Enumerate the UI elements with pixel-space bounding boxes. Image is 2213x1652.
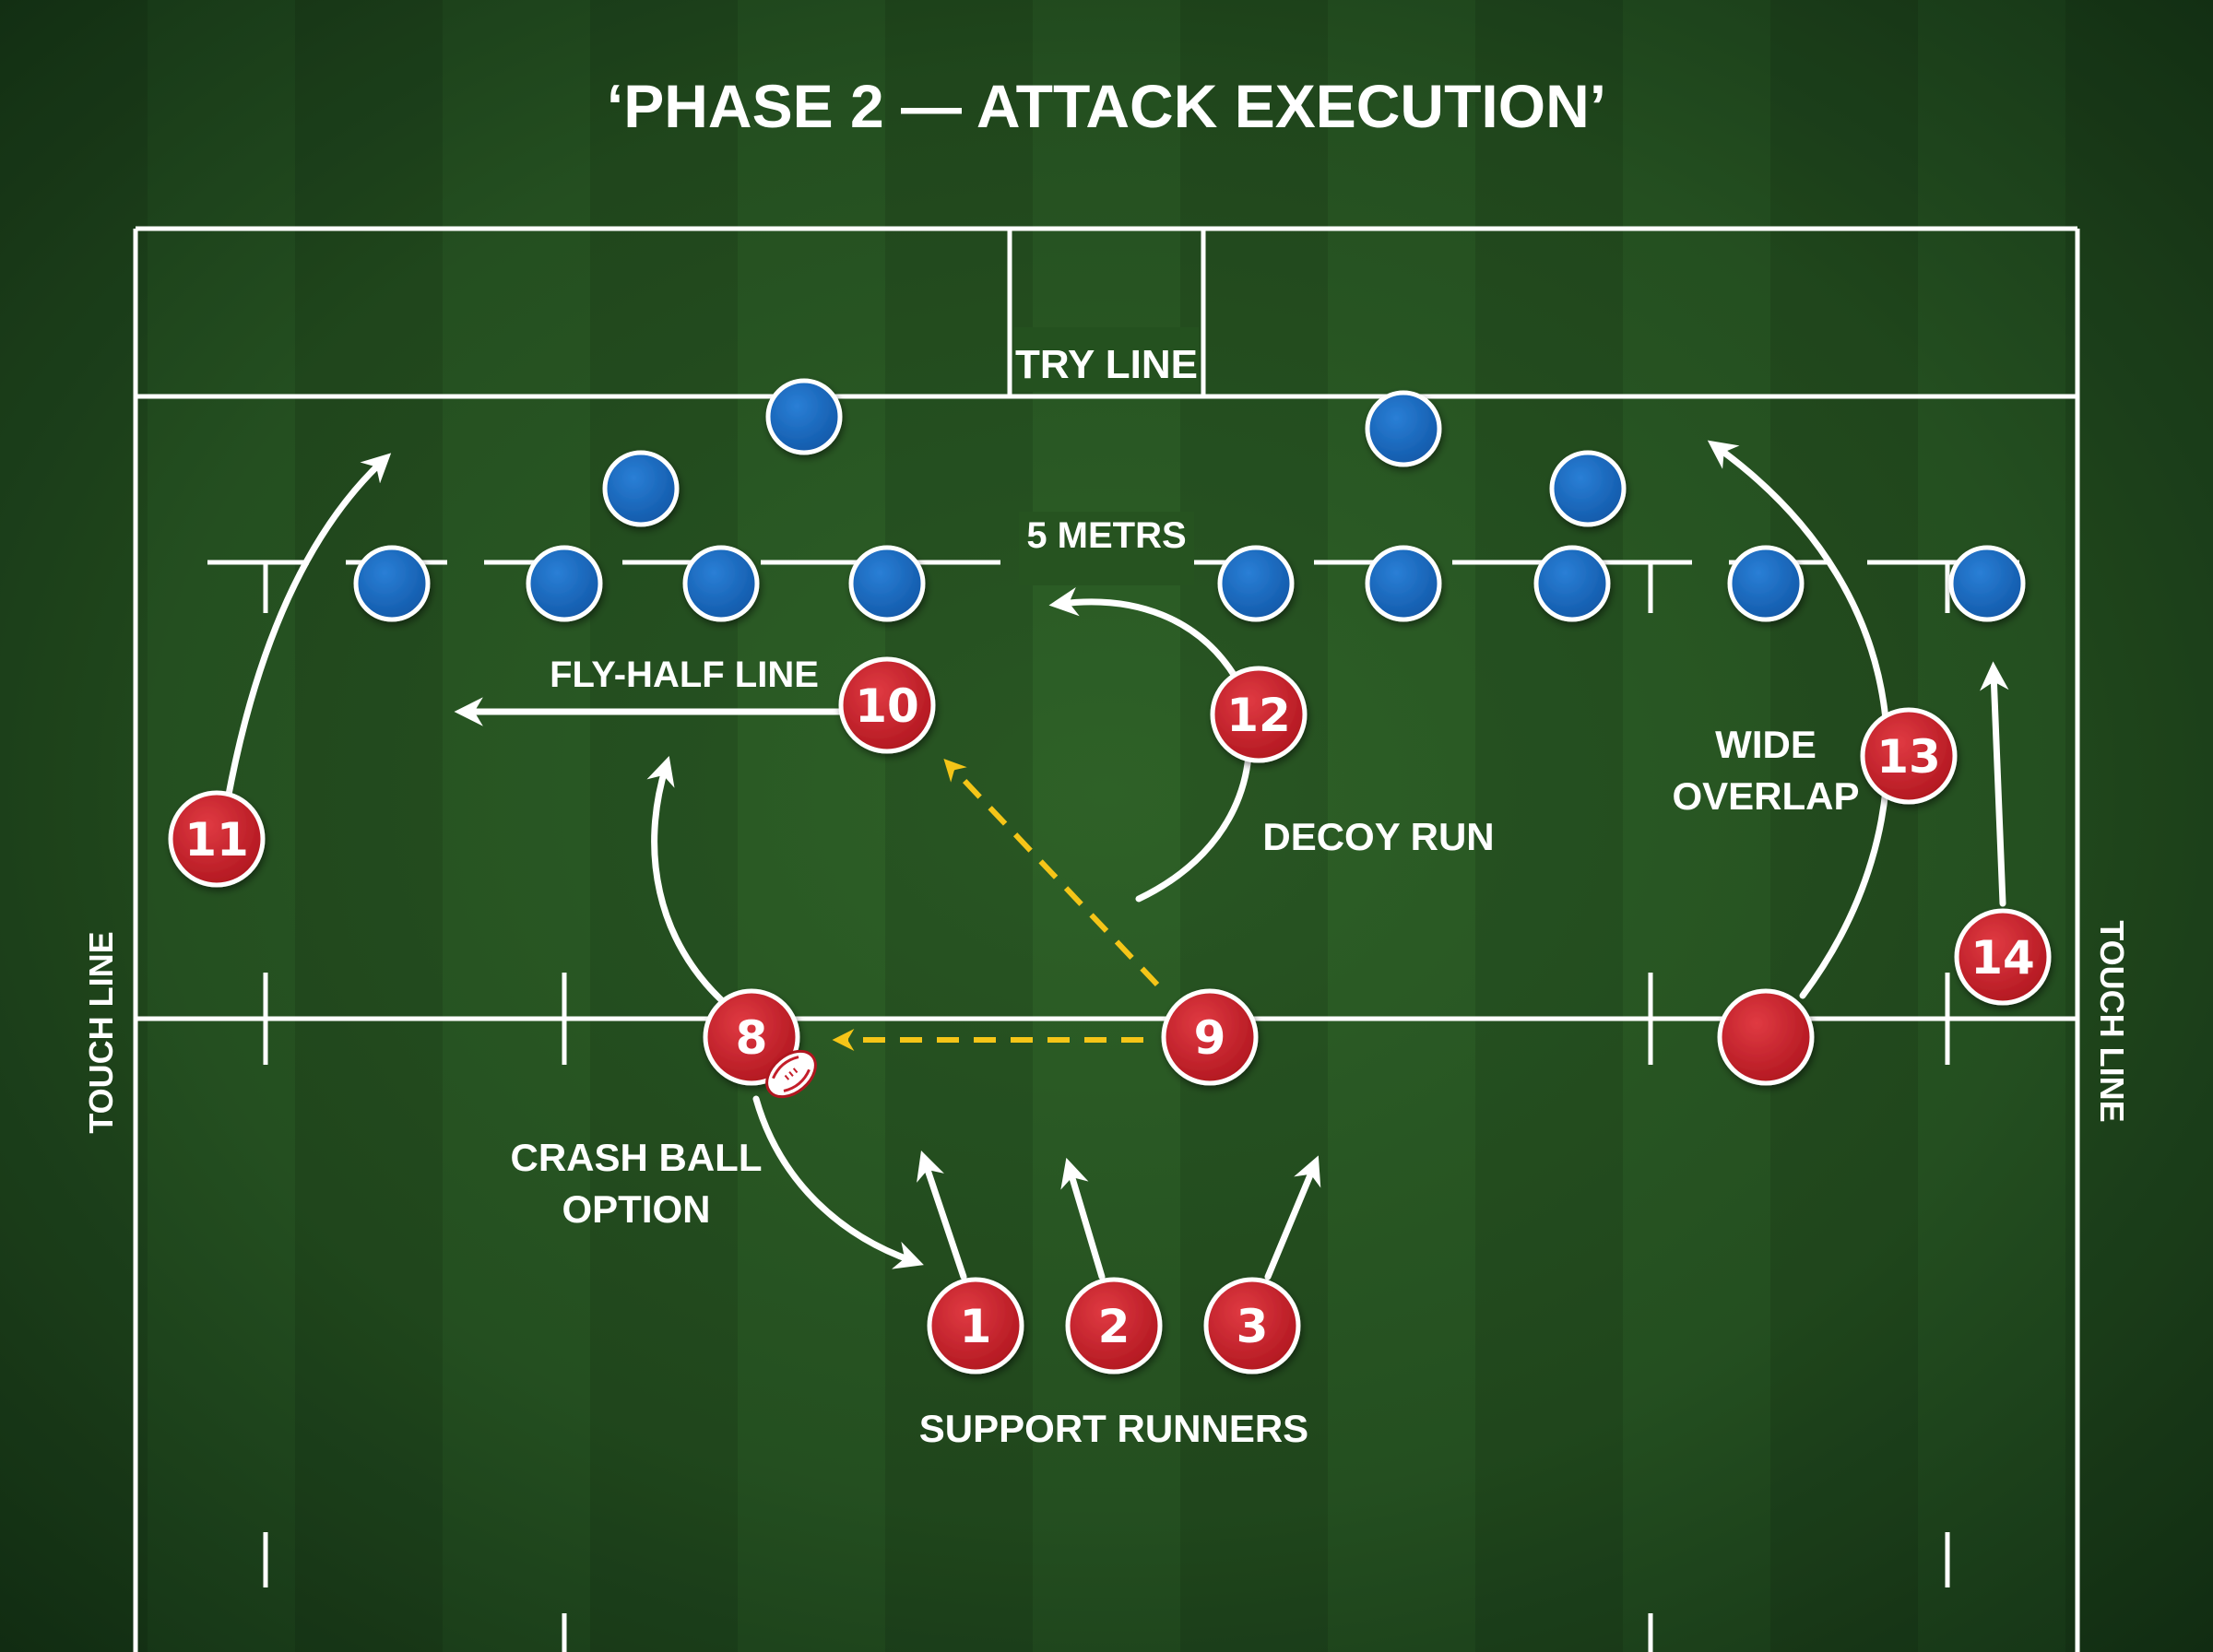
pass-line-9-to-10 bbox=[943, 759, 1160, 987]
pass-lines bbox=[832, 759, 1160, 1051]
player-8-number: 8 bbox=[736, 1011, 768, 1065]
attack-team: 11 10 12 13 14 8 9 1 bbox=[168, 656, 2052, 1375]
defender bbox=[526, 545, 603, 622]
diagram-title: ‘PHASE 2 — ATTACK EXECUTION’ bbox=[607, 72, 1606, 140]
run-arrow-1 bbox=[917, 1150, 967, 1280]
player-13-number: 13 bbox=[1876, 730, 1941, 784]
five-metre-label-bg bbox=[1019, 512, 1194, 585]
crash-ball-label-line1: CRASH BALL bbox=[511, 1136, 763, 1179]
five-metre-label: 5 METRS bbox=[1026, 515, 1186, 556]
defence-team bbox=[353, 378, 2026, 622]
touch-line-right-label: TOUCH LINE bbox=[2093, 920, 2131, 1122]
player-2-number: 2 bbox=[1098, 1300, 1130, 1353]
player-13: 13 bbox=[1860, 707, 1958, 805]
player-12-number: 12 bbox=[1226, 689, 1291, 742]
player-1-number: 1 bbox=[960, 1300, 992, 1353]
run-arrow-3 bbox=[1264, 1155, 1321, 1280]
pitch-markings bbox=[133, 226, 2080, 1652]
defender bbox=[682, 545, 760, 622]
player-8: 8 bbox=[703, 988, 800, 1086]
defender bbox=[765, 378, 843, 455]
run-arrow-8-down bbox=[752, 1095, 924, 1269]
decoy-run-label: DECOY RUN bbox=[1262, 815, 1494, 858]
defender bbox=[602, 450, 680, 527]
run-arrow-14 bbox=[1980, 661, 2009, 907]
defender bbox=[1217, 545, 1295, 622]
player-unnumbered bbox=[1717, 988, 1815, 1086]
defender bbox=[1727, 545, 1805, 622]
player-1: 1 bbox=[927, 1277, 1024, 1375]
player-2: 2 bbox=[1065, 1277, 1163, 1375]
player-11: 11 bbox=[168, 790, 266, 888]
fly-half-line-label: FLY-HALF LINE bbox=[550, 655, 819, 695]
player-3: 3 bbox=[1203, 1277, 1301, 1375]
try-line-label-bg bbox=[1014, 327, 1199, 392]
player-10-number: 10 bbox=[855, 679, 919, 733]
defender bbox=[1549, 450, 1627, 527]
run-arrow-2 bbox=[1060, 1157, 1106, 1280]
defender bbox=[1365, 390, 1442, 467]
player-9: 9 bbox=[1161, 988, 1259, 1086]
rugby-ball-icon bbox=[765, 1049, 817, 1099]
defender bbox=[1948, 545, 2026, 622]
wide-overlap-label-line2: OVERLAP bbox=[1672, 774, 1859, 818]
try-line-label: TRY LINE bbox=[1015, 342, 1198, 387]
crash-ball-label-line2: OPTION bbox=[562, 1187, 710, 1231]
defender bbox=[848, 545, 926, 622]
defender bbox=[353, 545, 431, 622]
player-14-number: 14 bbox=[1970, 931, 2035, 985]
player-11-number: 11 bbox=[184, 813, 249, 867]
run-arrow-11 bbox=[222, 453, 392, 813]
defender bbox=[1365, 545, 1442, 622]
support-runners-label: SUPPORT RUNNERS bbox=[919, 1407, 1308, 1450]
run-arrow-8-up bbox=[646, 755, 730, 1009]
player-3-number: 3 bbox=[1237, 1300, 1269, 1353]
player-10: 10 bbox=[838, 656, 936, 754]
touch-line-left-label: TOUCH LINE bbox=[82, 931, 120, 1133]
player-9-number: 9 bbox=[1194, 1011, 1226, 1065]
player-14: 14 bbox=[1954, 908, 2052, 1006]
wide-overlap-label-line1: WIDE bbox=[1715, 723, 1817, 766]
defender bbox=[1533, 545, 1611, 622]
player-12: 12 bbox=[1210, 666, 1308, 763]
